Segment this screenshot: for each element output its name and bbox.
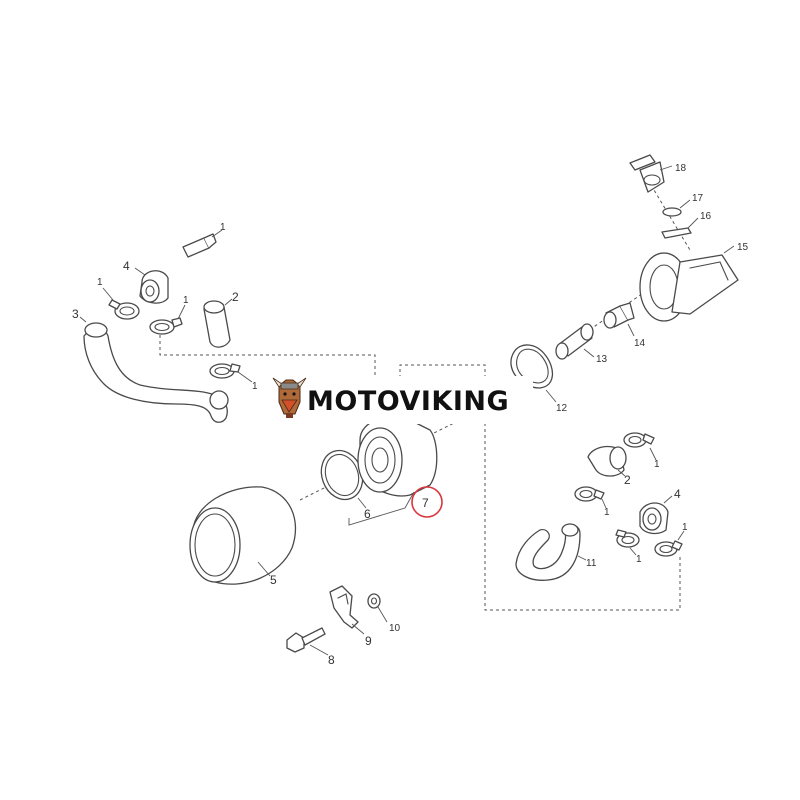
threaded-fitting: 13 (555, 323, 608, 365)
callout-7: 7 (422, 496, 429, 510)
callout-18: 18 (675, 163, 687, 174)
callout-r1d: 1 (682, 522, 688, 533)
mounting-bracket: 9 (329, 585, 372, 648)
callout-13: 13 (596, 354, 608, 365)
adapter-fitting: 14 (603, 302, 646, 349)
long-coolant-hose: 3 (72, 307, 229, 423)
hose-clamp-left: 1 (97, 277, 140, 320)
callout-16: 16 (700, 211, 712, 222)
bolt: 8 (286, 627, 335, 667)
hose-clamp-right-middle: 1 (574, 486, 610, 518)
seal-ring: 17 (662, 193, 704, 217)
hose-clamp-right-upper: 1 (623, 432, 660, 470)
oil-filter: 5 (189, 486, 297, 587)
short-hose-right: 2 (587, 445, 631, 487)
callout-14: 14 (634, 338, 646, 349)
callout-r1c: 1 (636, 554, 642, 565)
callout-1c: 1 (183, 295, 189, 306)
callout-6: 6 (364, 507, 371, 521)
elbow-fitting-right: 4 (639, 487, 681, 535)
elbow-fitting-left: 4 (123, 259, 169, 304)
callout-12: 12 (556, 403, 568, 414)
callout-4: 4 (123, 259, 130, 273)
thermostat-housing: 15 (639, 242, 749, 322)
short-hose: 2 (203, 290, 239, 348)
callout-3: 3 (72, 307, 79, 321)
callout-1b: 1 (97, 277, 103, 288)
thin-gasket: 16 (661, 211, 712, 239)
hose-clamp-top: 1 (182, 222, 226, 258)
brand-name: MOTOVIKING (307, 386, 509, 417)
callout-1d: 1 (252, 381, 258, 392)
callout-8: 8 (328, 653, 335, 667)
callout-1: 1 (220, 222, 226, 233)
callout-11: 11 (586, 558, 597, 569)
callout-7-highlight: 7 (411, 486, 443, 518)
hose-clamp-lower: 1 (209, 363, 258, 392)
callout-9: 9 (365, 634, 372, 648)
callout-r1b: 1 (604, 507, 610, 518)
motoviking-watermark: MOTOVIKING (263, 376, 533, 424)
callout-15: 15 (737, 242, 749, 253)
washer: 10 (367, 593, 401, 634)
oil-cooler (348, 416, 438, 526)
viking-mascot-icon (272, 377, 307, 418)
hose-clamp-right-lower-b: 1 (654, 522, 688, 557)
callout-r1a: 1 (654, 459, 660, 470)
callout-10: 10 (389, 623, 401, 634)
callout-2: 2 (232, 290, 239, 304)
callout-r2: 2 (624, 473, 631, 487)
hose-clamp-right-lower-a: 1 (615, 529, 642, 565)
thermostat: 18 (629, 154, 687, 193)
callout-r4: 4 (674, 487, 681, 501)
callout-17: 17 (692, 193, 704, 204)
u-shaped-hose: 11 (515, 523, 597, 581)
callout-5: 5 (270, 573, 277, 587)
hose-clamp-middle: 1 (149, 295, 189, 335)
